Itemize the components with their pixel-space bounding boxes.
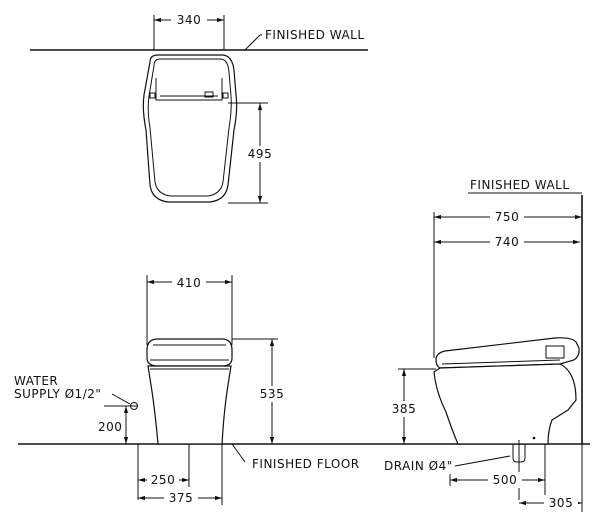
- toilet-front-lid: [146, 338, 233, 367]
- toilet-plan-inner: [147, 58, 232, 197]
- drain-dot: [532, 436, 536, 440]
- toilet-side-bowl: [433, 363, 577, 445]
- dim-305-label: 305: [549, 496, 573, 510]
- dim-340-bg: [171, 12, 207, 28]
- dim-495-bg: [243, 146, 277, 162]
- toilet-plan-hinge: [155, 78, 223, 101]
- dim-500-bg: [488, 472, 522, 488]
- dim-750-label: 750: [495, 210, 519, 224]
- dim-340-label: 340: [177, 13, 201, 27]
- dim-375-bg: [164, 490, 198, 506]
- water-supply-label-1: WATER: [14, 374, 58, 388]
- toilet-side-seat-line: [441, 359, 561, 365]
- dim-740-label: 740: [495, 235, 519, 249]
- dim-750-bg: [490, 209, 524, 225]
- drain-label: DRAIN Ø4": [384, 459, 453, 473]
- dim-495-label: 495: [248, 147, 272, 161]
- hinge-left: [149, 92, 156, 99]
- hinge-right: [222, 92, 229, 99]
- water-supply-label-2: SUPPLY Ø1/2": [14, 387, 101, 401]
- hinge-small: [204, 91, 214, 98]
- dim-500-label: 500: [493, 473, 517, 487]
- finished-wall-label-side: FINISHED WALL: [470, 178, 570, 192]
- dim-375-label: 375: [169, 491, 193, 505]
- dim-385-label: 385: [392, 402, 416, 416]
- dim-740-bg: [490, 234, 524, 250]
- finished-floor-leader: [231, 443, 246, 463]
- toilet-side-panel: [545, 345, 565, 359]
- side-view: FINISHED WALL 750 740 385 DRAIN Ø4" 500: [384, 178, 583, 512]
- toilet-plan-outline: [142, 54, 238, 203]
- dim-385-bg: [386, 401, 422, 417]
- dim-200-label: 200: [98, 420, 122, 434]
- finished-wall-label-top: FINISHED WALL: [265, 28, 365, 42]
- dim-250-bg: [147, 472, 179, 488]
- toilet-front-bowl: [147, 365, 232, 445]
- finished-wall-leader-top: [244, 34, 261, 51]
- dim-535-bg: [254, 386, 290, 402]
- finished-floor-label: FINISHED FLOOR: [252, 457, 360, 471]
- front-view: 410 535 WATER SUPPLY Ø1/2" 200 250 375: [14, 275, 590, 506]
- dim-250-label: 250: [151, 473, 175, 487]
- dim-305-bg: [544, 495, 578, 511]
- toilet-front-lid-inner: [150, 344, 229, 361]
- drain-leader: [454, 455, 511, 467]
- dim-535-label: 535: [260, 387, 284, 401]
- dim-410-bg: [172, 275, 206, 291]
- water-supply-leader: [111, 393, 131, 405]
- dim-410-label: 410: [177, 276, 201, 290]
- plan-view: FINISHED WALL 340 495: [30, 12, 368, 204]
